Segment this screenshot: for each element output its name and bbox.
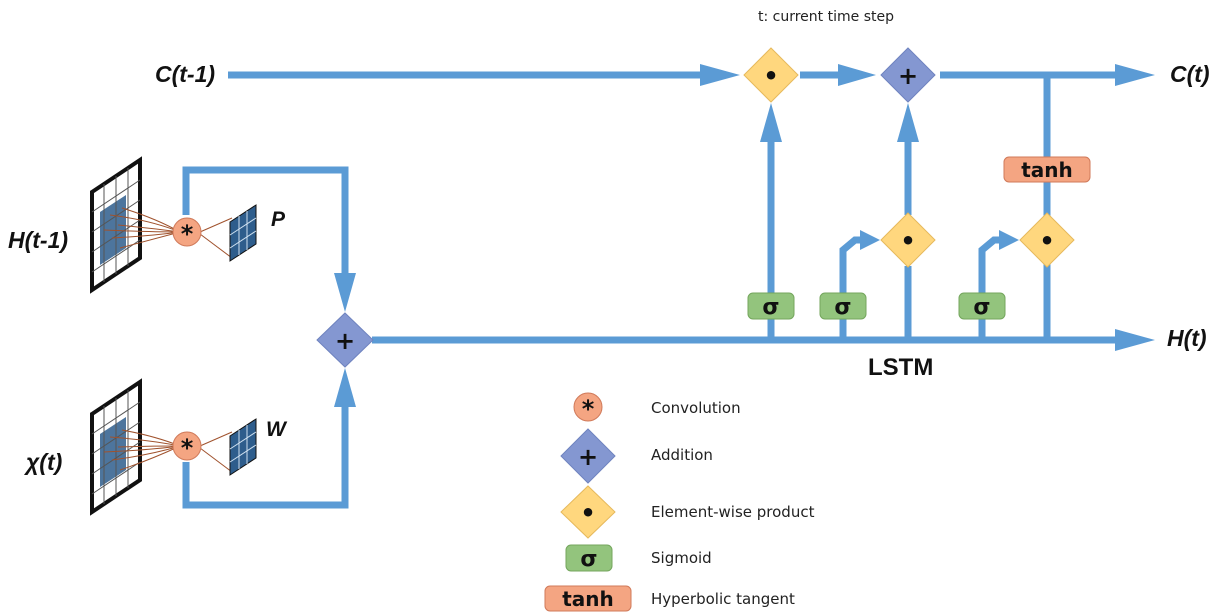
input-label: χ(t) bbox=[26, 449, 63, 475]
svg-text:σ: σ bbox=[834, 295, 851, 320]
product-node-forget: • bbox=[743, 47, 799, 103]
sigmoid-gate-output: σ bbox=[958, 292, 1006, 320]
svg-text:σ: σ bbox=[580, 547, 597, 572]
cell-state-prev-label: C(t-1) bbox=[155, 61, 216, 87]
kernel-w-label: W bbox=[266, 418, 286, 441]
time-step-note: t: current time step bbox=[758, 9, 894, 25]
arrow-head bbox=[999, 230, 1019, 250]
svg-text:σ: σ bbox=[762, 295, 779, 320]
arrow-head bbox=[760, 103, 782, 142]
kernel-p-label: P bbox=[271, 208, 286, 231]
legend-sigmoid-icon: σ bbox=[565, 544, 613, 572]
svg-text:+: + bbox=[898, 62, 918, 90]
tanh-block: tanh bbox=[1003, 156, 1091, 183]
legend-tanh-icon: tanh bbox=[544, 585, 632, 612]
arrow-head bbox=[334, 273, 356, 312]
svg-text:•: • bbox=[900, 227, 915, 255]
legend: * + • σ tanh bbox=[544, 392, 632, 612]
hidden-state-prev-label: H(t-1) bbox=[8, 227, 69, 253]
conv-node-x: * bbox=[172, 431, 202, 462]
lstm-label: LSTM bbox=[868, 354, 934, 381]
svg-text:*: * bbox=[181, 434, 194, 462]
addition-node-input: + bbox=[316, 312, 374, 368]
conv-node-h: * bbox=[172, 217, 202, 248]
svg-text:•: • bbox=[763, 62, 778, 90]
arrow-head bbox=[334, 368, 356, 407]
legend-convolution-label: Convolution bbox=[651, 399, 741, 417]
arrow-head bbox=[838, 64, 876, 86]
svg-text:tanh: tanh bbox=[1021, 158, 1073, 182]
arrow-head bbox=[860, 230, 880, 250]
x-grid bbox=[90, 378, 181, 516]
arrow-head bbox=[897, 103, 919, 142]
addition-node-cell: + bbox=[880, 47, 936, 103]
svg-text:+: + bbox=[578, 443, 598, 471]
arrow-head bbox=[700, 64, 740, 86]
sigmoid-gate-input: σ bbox=[819, 292, 867, 320]
product-node-input: • bbox=[880, 212, 936, 268]
output-gate-path bbox=[978, 236, 1004, 340]
h-conv-path bbox=[182, 166, 349, 275]
arrow-head bbox=[1115, 64, 1155, 86]
svg-text:•: • bbox=[1039, 227, 1054, 255]
legend-sigmoid-label: Sigmoid bbox=[651, 549, 712, 567]
x-conv-path bbox=[182, 405, 349, 509]
svg-text:σ: σ bbox=[973, 295, 990, 320]
sigmoid-gate-forget: σ bbox=[747, 292, 795, 320]
svg-text:*: * bbox=[181, 220, 194, 248]
h-prev-grid bbox=[90, 156, 181, 294]
input-gate-path bbox=[839, 236, 865, 340]
connection-lines bbox=[182, 64, 1155, 509]
legend-addition-label: Addition bbox=[651, 446, 713, 464]
product-node-output: • bbox=[1019, 212, 1075, 268]
hidden-state-next-label: H(t) bbox=[1167, 325, 1207, 351]
svg-text:*: * bbox=[582, 395, 595, 423]
legend-convolution-icon: * bbox=[573, 392, 603, 423]
svg-text:+: + bbox=[335, 327, 355, 355]
cell-state-next-label: C(t) bbox=[1170, 61, 1210, 87]
svg-text:•: • bbox=[580, 499, 595, 527]
svg-text:tanh: tanh bbox=[562, 587, 614, 611]
arrow-head bbox=[1115, 329, 1155, 351]
legend-tanh-label: Hyperbolic tangent bbox=[651, 590, 795, 608]
kernel-p-grid bbox=[199, 204, 257, 262]
legend-addition-icon: + bbox=[560, 428, 616, 484]
kernel-w-grid bbox=[199, 418, 257, 476]
legend-product-icon: • bbox=[560, 485, 616, 539]
legend-product-label: Element-wise product bbox=[651, 503, 815, 521]
